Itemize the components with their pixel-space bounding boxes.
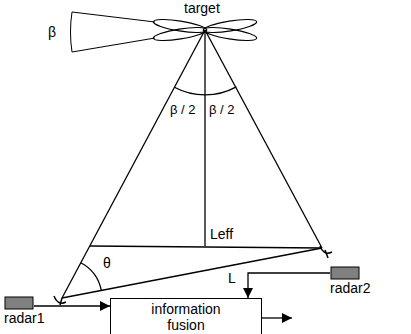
radar-symbol	[4, 296, 34, 310]
box-label: information fusion	[141, 301, 231, 333]
radar-symbol	[330, 266, 360, 280]
diagram-label: β / 2	[209, 102, 235, 118]
output-arrow	[262, 317, 292, 318]
sight-lines	[62, 30, 322, 298]
unit-name: radar1	[4, 310, 44, 326]
signal-connector	[248, 273, 330, 298]
diagram-label: Leff	[210, 226, 233, 242]
radar-unit: radar2	[330, 266, 370, 296]
process-box: information fusion	[110, 298, 262, 334]
diagram-label: β	[48, 24, 56, 40]
antenna-dish	[54, 246, 332, 305]
diagram-label: target	[184, 0, 220, 16]
beta-angle	[70, 12, 155, 52]
radar-unit: radar1	[4, 296, 44, 326]
diagram-label: L	[228, 270, 236, 286]
diagram-label: θ	[103, 255, 111, 271]
signal-connector	[34, 305, 110, 306]
unit-name: radar2	[330, 280, 370, 296]
diagram-label: β / 2	[170, 102, 196, 118]
